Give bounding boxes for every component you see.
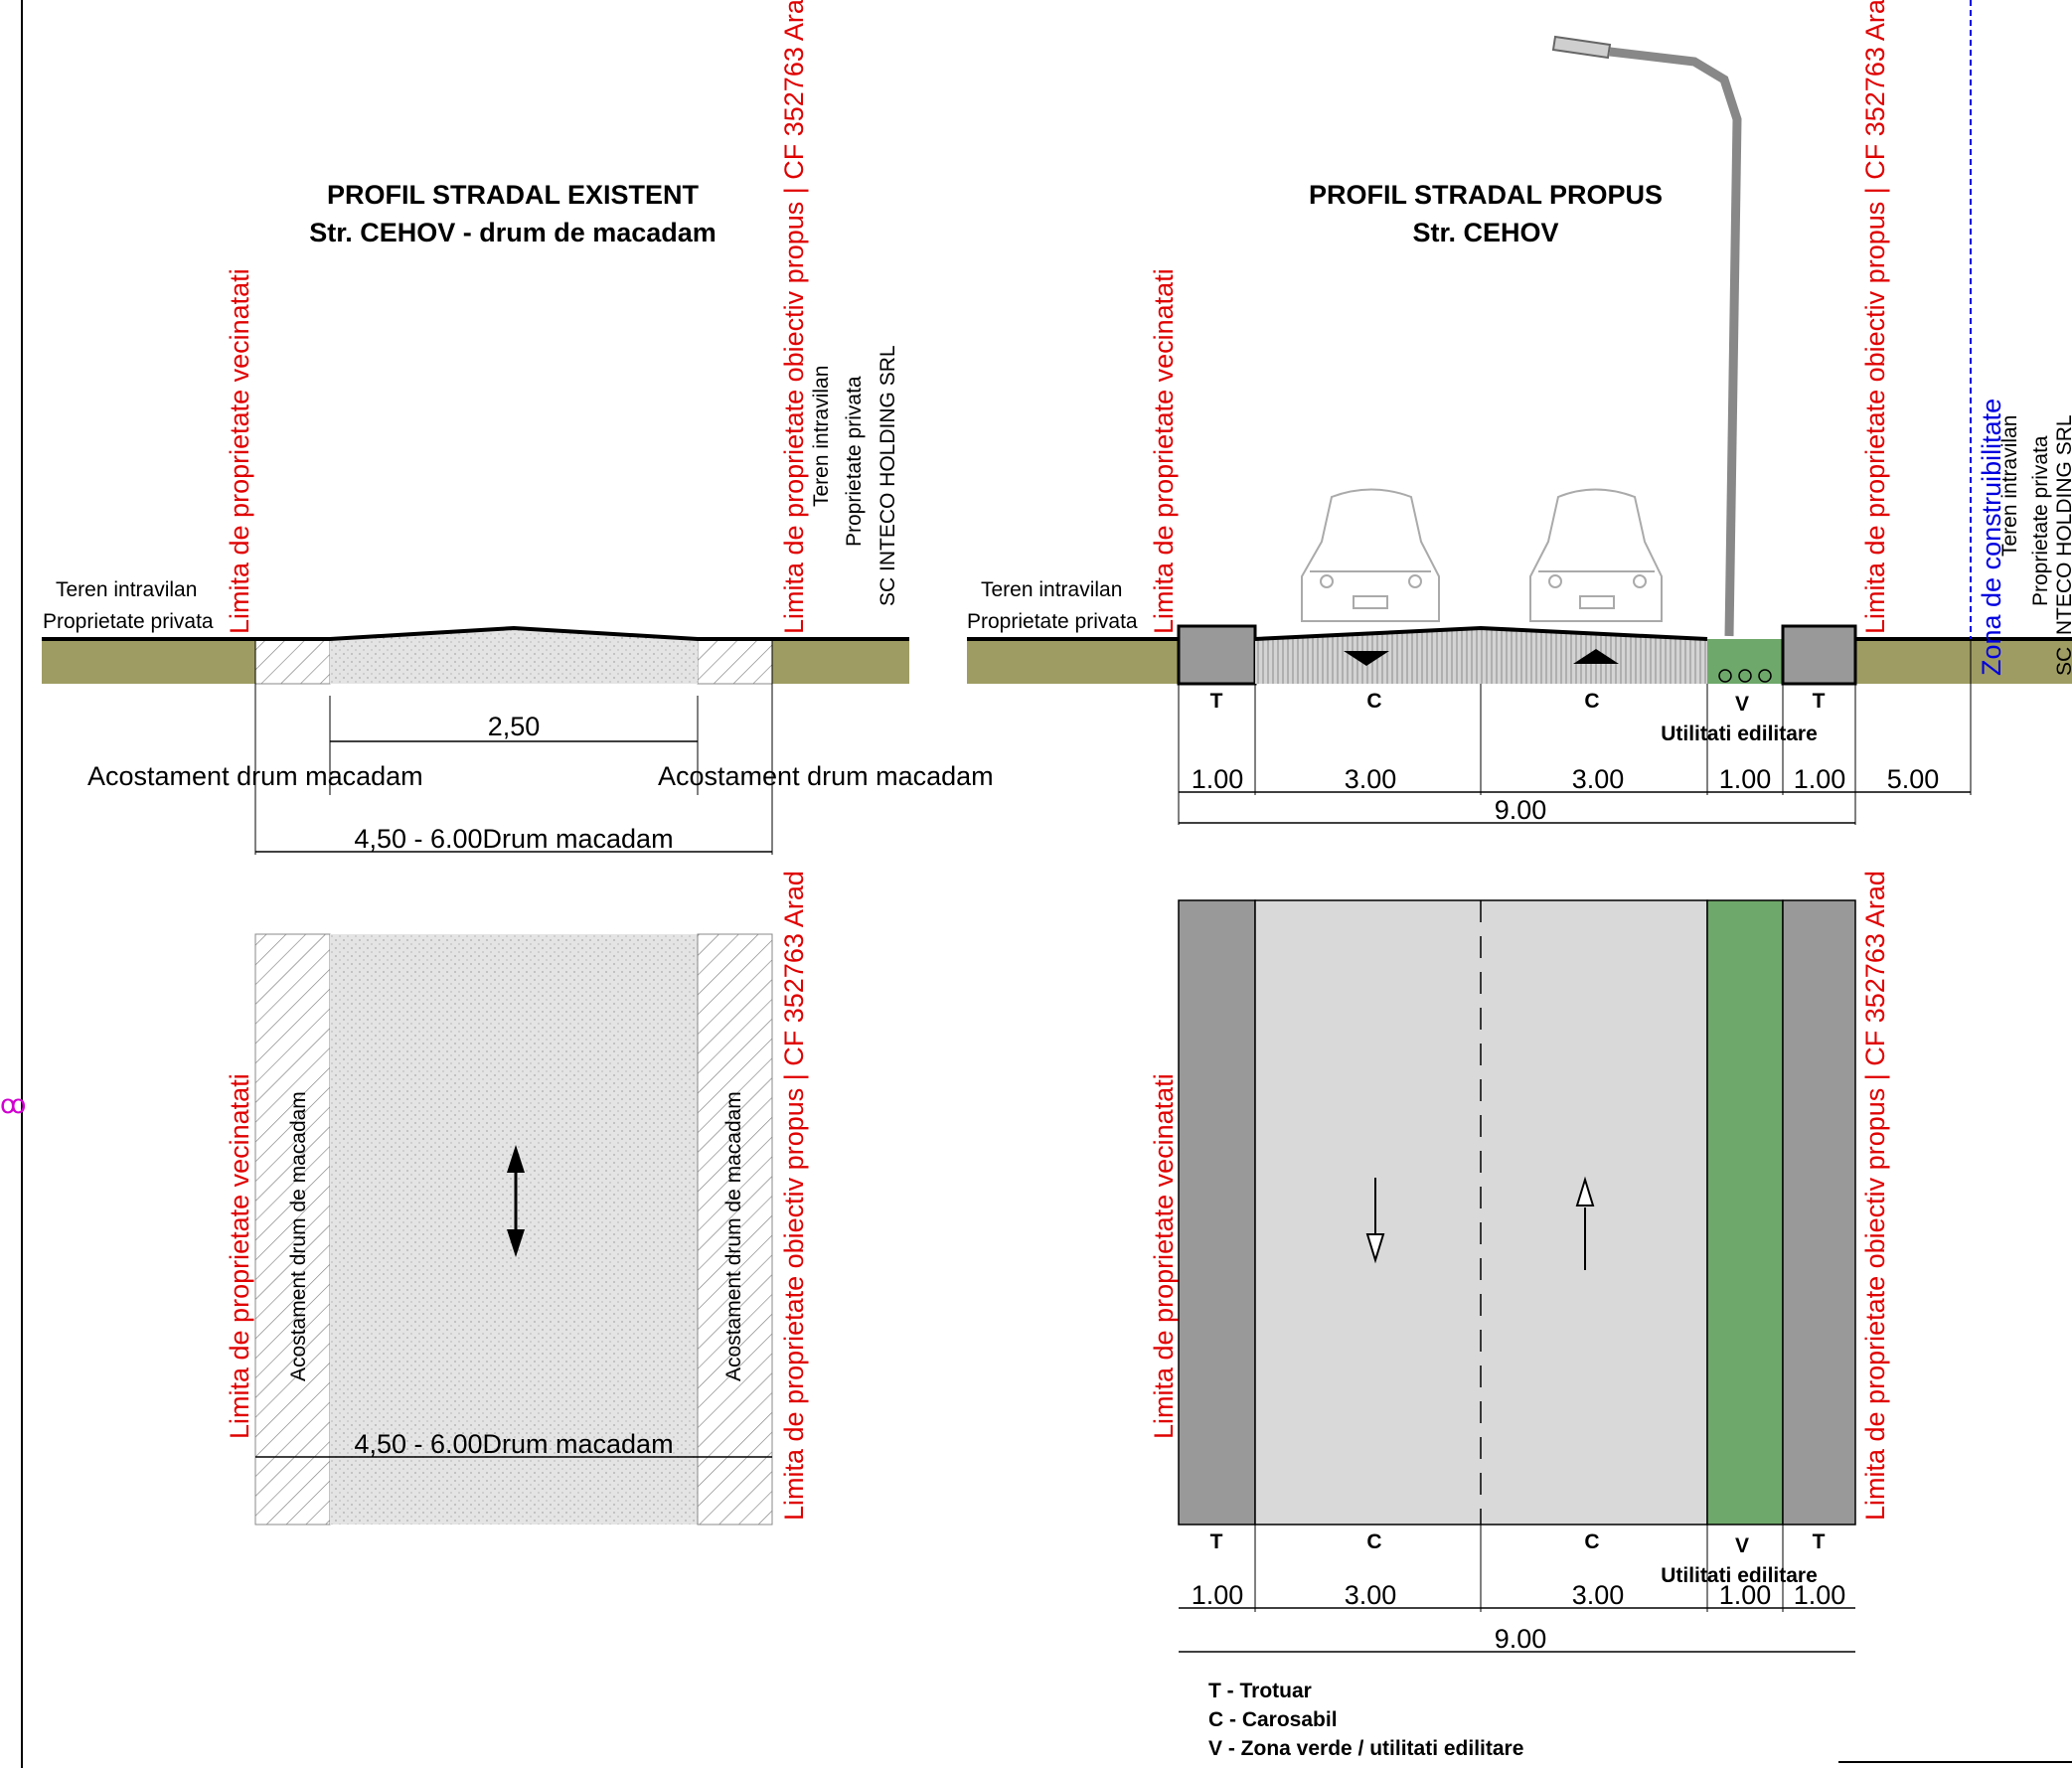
shoulder-right-label: Acostament drum macadam xyxy=(658,761,994,791)
lane-arrow-down-section xyxy=(1344,651,1389,666)
existing-ground-line xyxy=(42,625,909,641)
macadam-roadway-section xyxy=(330,628,698,684)
existing-right-land-3: SC INTECO HOLDING SRL xyxy=(877,345,899,606)
plan-code-c-left: C xyxy=(1366,1530,1381,1553)
dim-inner-value: 2,50 xyxy=(488,712,541,741)
plan-limit-left-label: Limita de proprietate vecinatati xyxy=(225,1073,254,1439)
dim-total-value: 4,50 - 6.00Drum macadam xyxy=(354,824,673,854)
existing-left-land-1: Teren intravilan xyxy=(56,578,197,601)
street-lamp-head xyxy=(1551,35,1612,60)
section-total: 9.00 xyxy=(1495,795,1547,825)
shoulder-left-section xyxy=(254,638,331,685)
plan-arrow-down-head-proposed xyxy=(1365,1233,1385,1264)
plan-shoulder-right-label: Acostament drum de macadam xyxy=(722,1091,745,1381)
proposed-right-land-1: Teren intravilan xyxy=(1998,415,2021,557)
existing-limit-left-label: Limita de proprietate vecinatati xyxy=(225,268,254,634)
existing-left-land-2: Proprietate privata xyxy=(43,610,214,633)
utility-pipe-1 xyxy=(1718,669,1732,683)
plan-limit-right-label: Limita de proprietate obiectiv propus | … xyxy=(779,871,809,1521)
plan-arrow-up-head xyxy=(507,1145,525,1173)
proposed-right-land-3: SC INTECO HOLDING SRL xyxy=(2053,414,2072,676)
proposed-title: PROFIL STRADAL PROPUS xyxy=(1309,180,1663,210)
section-setback: 5.00 xyxy=(1887,764,1940,794)
legend-item-c: C - Carosabil xyxy=(1208,1708,1338,1731)
section-code-t-right: T xyxy=(1813,690,1826,713)
section-width-5: 1.00 xyxy=(1794,764,1846,794)
section-code-c-right: C xyxy=(1584,690,1599,713)
plan-dim-total: 4,50 - 6.00Drum macadam xyxy=(354,1429,673,1459)
plan-shoulder-right xyxy=(697,933,773,1526)
plan-code-v: V xyxy=(1735,1534,1749,1557)
plan-shoulder-left-label: Acostament drum de macadam xyxy=(287,1091,310,1381)
plan-width-1: 1.00 xyxy=(1192,1580,1244,1610)
buildable-zone-label: Zona de construibilitate xyxy=(1977,399,2006,676)
proposed-left-land-2: Proprietate privata xyxy=(967,610,1138,633)
plan-arrow-down-head xyxy=(507,1229,525,1257)
street-lamp xyxy=(1609,47,1742,637)
utility-pipe-2 xyxy=(1738,669,1752,683)
roadway-section xyxy=(1255,628,1707,684)
plan-roadway-proposed xyxy=(1254,899,1708,1526)
ground-left xyxy=(42,639,255,684)
plan-arrow-up-head-proposed xyxy=(1575,1176,1595,1206)
ground-right xyxy=(772,639,909,684)
existing-right-land-1: Teren intravilan xyxy=(810,366,833,507)
sidewalk-right-section xyxy=(1781,624,1857,686)
plan-width-5: 1.00 xyxy=(1794,1580,1846,1610)
plan-sidewalk-left xyxy=(1178,899,1256,1526)
section-width-1: 1.00 xyxy=(1192,764,1244,794)
proposed-section: PROFIL STRADAL PROPUS Str. CEHOV xyxy=(967,0,2072,1760)
plan-limit-left-proposed: Limita de proprietate vecinatati xyxy=(1149,1073,1179,1439)
proposed-subtitle: Str. CEHOV xyxy=(1412,218,1558,247)
shoulder-left-label: Acostament drum macadam xyxy=(87,761,423,791)
proposed-left-land-1: Teren intravilan xyxy=(981,578,1122,601)
plan-sidewalk-right xyxy=(1782,899,1856,1526)
section-width-3: 3.00 xyxy=(1572,764,1625,794)
proposed-ground-left xyxy=(967,639,1179,684)
existing-subtitle: Str. CEHOV - drum de macadam xyxy=(309,218,717,247)
plan-width-3: 3.00 xyxy=(1572,1580,1625,1610)
proposed-right-land-2: Proprietate privata xyxy=(2029,435,2052,606)
legend-item-v: V - Zona verde / utilitati edilitare xyxy=(1208,1737,1523,1760)
plan-utilities-label: Utilitati edilitare xyxy=(1661,1564,1818,1587)
section-width-2: 3.00 xyxy=(1345,764,1397,794)
proposed-limit-right-label: Limita de proprietate obiectiv propus | … xyxy=(1860,0,1890,634)
sidewalk-left-section xyxy=(1177,624,1257,686)
shoulder-right-section xyxy=(697,638,773,685)
section-code-v: V xyxy=(1735,693,1749,716)
plan-code-t-right: T xyxy=(1813,1530,1826,1553)
plan-width-4: 1.00 xyxy=(1719,1580,1772,1610)
existing-title: PROFIL STRADAL EXISTENT xyxy=(327,180,700,210)
legend-item-t: T - Trotuar xyxy=(1208,1680,1312,1702)
section-width-4: 1.00 xyxy=(1719,764,1772,794)
plan-code-c-right: C xyxy=(1584,1530,1599,1553)
section-utilities-label: Utilitati edilitare xyxy=(1661,723,1818,745)
section-code-c-left: C xyxy=(1366,690,1381,713)
section-code-t-left: T xyxy=(1210,690,1223,713)
plan-green-zone xyxy=(1706,899,1784,1526)
plan-limit-right-proposed: Limita de proprietate obiectiv propus | … xyxy=(1860,871,1890,1521)
plan-width-2: 3.00 xyxy=(1345,1580,1397,1610)
proposed-limit-left-label: Limita de proprietate vecinatati xyxy=(1149,268,1179,634)
car-right-icon xyxy=(1529,488,1663,622)
plan-shoulder-left xyxy=(254,933,331,1526)
lane-arrow-up-section xyxy=(1573,649,1619,664)
existing-section: PROFIL STRADAL EXISTENT Str. CEHOV - dru… xyxy=(42,0,994,1526)
marker-glyph: ꝏ xyxy=(0,1089,26,1119)
roadway-top-line xyxy=(1254,625,1708,641)
plan-code-t-left: T xyxy=(1210,1530,1223,1553)
proposed-ground-right xyxy=(1855,639,2072,684)
existing-limit-right-label: Limita de proprietate obiectiv propus | … xyxy=(779,0,809,634)
existing-right-land-2: Proprietate privata xyxy=(843,376,866,547)
car-left-icon xyxy=(1301,488,1440,622)
plan-total: 9.00 xyxy=(1495,1624,1547,1654)
utility-pipe-3 xyxy=(1758,669,1772,683)
